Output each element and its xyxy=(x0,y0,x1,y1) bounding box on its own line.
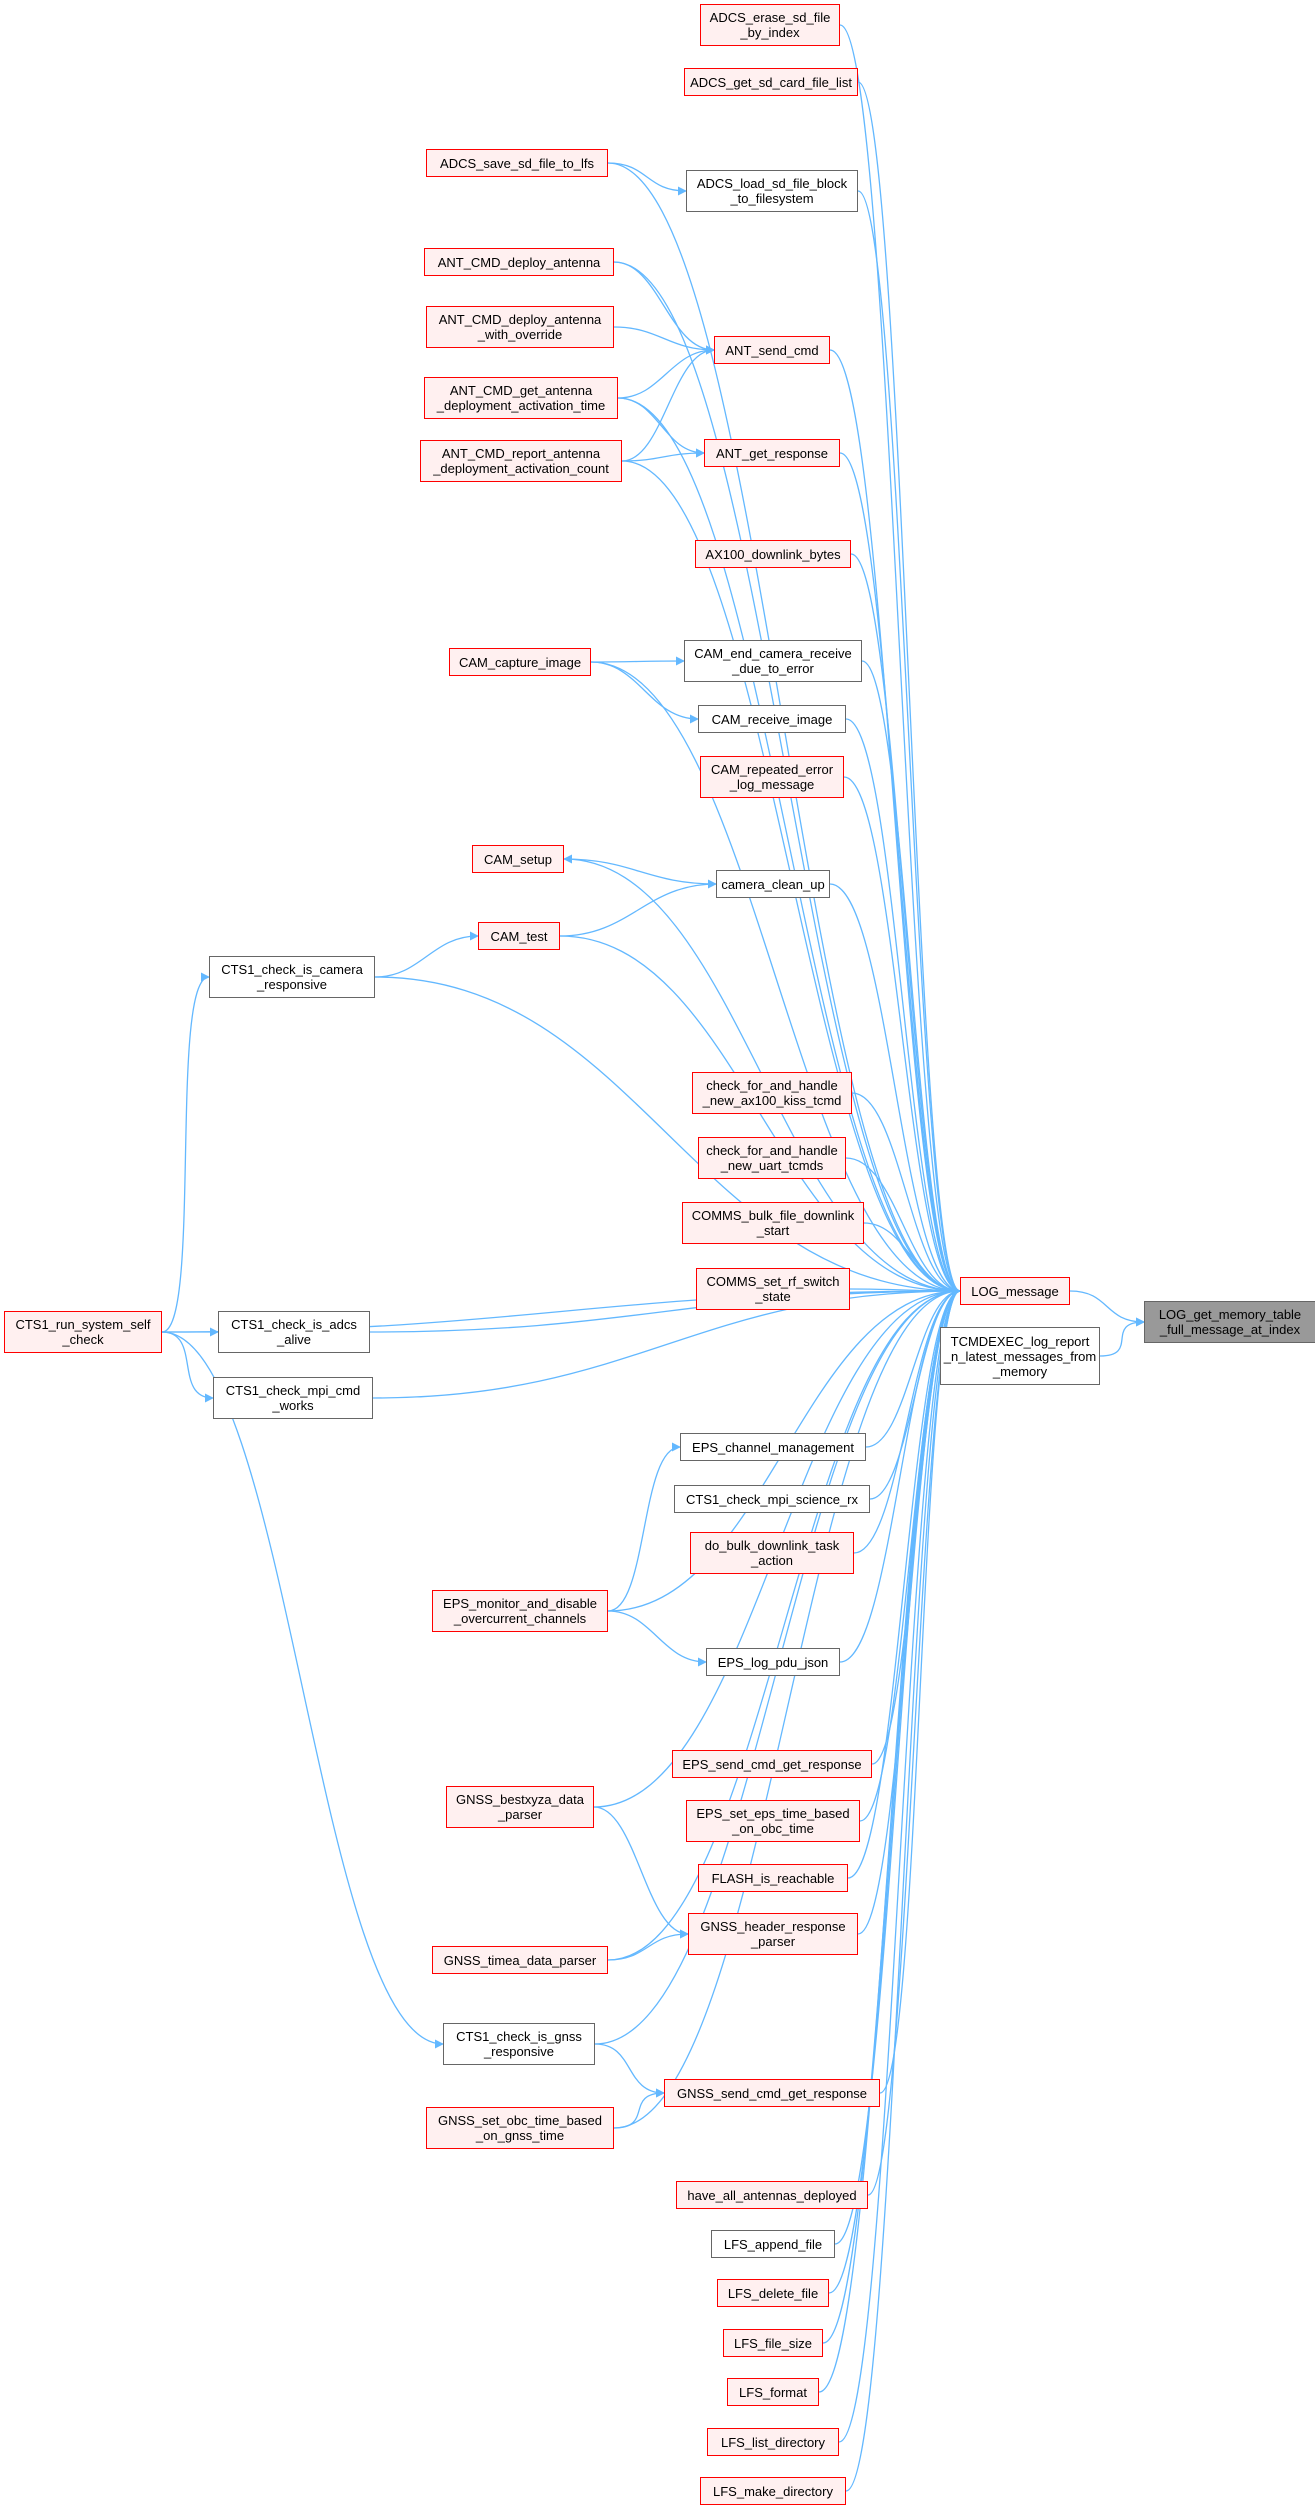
edge-adcs-load-sd-file-block-to-filesystem-to-log-message xyxy=(857,190,961,1296)
edge-ant-cmd-report-antenna-deployment-activation-count-to-ant-get-response xyxy=(621,448,705,462)
edge-cam-capture-image-to-log-message xyxy=(590,661,961,1296)
edge-lfs-format-to-log-message xyxy=(818,1286,961,2393)
edge-cam-capture-image-to-cam-receive-image xyxy=(590,661,699,724)
node-ant-get-response[interactable]: ANT_get_response xyxy=(704,439,840,467)
node-camera-clean-up[interactable]: camera_clean_up xyxy=(716,870,830,898)
edge-comms-bulk-file-downlink-start-to-log-message xyxy=(863,1222,961,1296)
node-ant-cmd-deploy-antenna-with-override[interactable]: ANT_CMD_deploy_antenna _with_override xyxy=(426,306,614,348)
edge-cts1-run-system-self-check-to-cts1-check-is-camera-responsive xyxy=(161,972,210,1333)
node-ant-cmd-deploy-antenna[interactable]: ANT_CMD_deploy_antenna xyxy=(424,248,614,276)
node-lfs-append-file[interactable]: LFS_append_file xyxy=(711,2230,835,2258)
edge-cts1-run-system-self-check-to-cts1-check-is-gnss-responsive xyxy=(161,1331,444,2049)
edge-have-all-antennas-deployed-to-log-message xyxy=(867,1286,961,2196)
edge-gnss-set-obc-time-based-on-gnss-time-to-gnss-send-cmd-get-response xyxy=(613,2088,665,2129)
node-gnss-set-obc-time-based-on-gnss-time[interactable]: GNSS_set_obc_time_based _on_gnss_time xyxy=(426,2107,614,2149)
node-cts1-run-system-self-check[interactable]: CTS1_run_system_self _check xyxy=(4,1311,162,1353)
edge-cts1-check-is-camera-responsive-to-cam-test xyxy=(374,931,479,978)
node-eps-log-pdu-json[interactable]: EPS_log_pdu_json xyxy=(706,1648,840,1676)
node-lfs-list-directory[interactable]: LFS_list_directory xyxy=(707,2428,839,2456)
edge-flash-is-reachable-to-log-message xyxy=(847,1286,961,1879)
node-tcmdexec-log-report-n-latest-messages-from-memory[interactable]: TCMDEXEC_log_report _n_latest_messages_f… xyxy=(940,1327,1100,1385)
node-eps-monitor-and-disable-overcurrent-channels[interactable]: EPS_monitor_and_disable _overcurrent_cha… xyxy=(432,1590,608,1632)
edge-cam-end-camera-receive-due-to-error-to-log-message xyxy=(861,660,961,1296)
node-flash-is-reachable[interactable]: FLASH_is_reachable xyxy=(698,1864,848,1892)
node-lfs-format[interactable]: LFS_format xyxy=(727,2378,819,2406)
edge-log-message-to-log-get-memory-table-full-message-at-index xyxy=(1069,1290,1145,1327)
edge-cts1-check-is-gnss-responsive-to-gnss-send-cmd-get-response xyxy=(594,2043,665,2098)
edge-gnss-timea-data-parser-to-log-message xyxy=(607,1286,961,1961)
edge-ant-cmd-deploy-antenna-to-ant-send-cmd xyxy=(613,261,715,355)
edge-cam-test-to-camera-clean-up xyxy=(559,879,717,937)
node-cts1-check-is-camera-responsive[interactable]: CTS1_check_is_camera _responsive xyxy=(209,956,375,998)
node-do-bulk-downlink-task-action[interactable]: do_bulk_downlink_task _action xyxy=(690,1532,854,1574)
edge-cts1-check-mpi-cmd-works-to-log-message xyxy=(372,1286,961,1399)
node-lfs-make-directory[interactable]: LFS_make_directory xyxy=(700,2477,846,2505)
edge-cts1-check-is-camera-responsive-to-log-message xyxy=(374,976,961,1296)
node-check-for-and-handle-new-uart-tcmds[interactable]: check_for_and_handle _new_uart_tcmds xyxy=(698,1137,846,1179)
edge-check-for-and-handle-new-uart-tcmds-to-log-message xyxy=(845,1157,961,1296)
node-eps-set-eps-time-based-on-obc-time[interactable]: EPS_set_eps_time_based _on_obc_time xyxy=(686,1800,860,1842)
node-log-get-memory-table-full-message-at-index: LOG_get_memory_table _full_message_at_in… xyxy=(1144,1301,1315,1343)
edge-gnss-bestxyza-data-parser-to-gnss-header-response-parser xyxy=(593,1806,689,1939)
node-adcs-save-sd-file-to-lfs[interactable]: ADCS_save_sd_file_to_lfs xyxy=(426,149,608,177)
edge-ant-cmd-report-antenna-deployment-activation-count-to-ant-send-cmd xyxy=(621,345,715,462)
node-ax100-downlink-bytes[interactable]: AX100_downlink_bytes xyxy=(695,540,851,568)
edge-check-for-and-handle-new-ax100-kiss-tcmd-to-log-message xyxy=(851,1092,961,1296)
edge-ant-cmd-get-antenna-deployment-activation-time-to-ant-send-cmd xyxy=(617,345,715,399)
edge-cts1-check-is-adcs-alive-to-log-message xyxy=(369,1286,961,1333)
node-log-message[interactable]: LOG_message xyxy=(960,1277,1070,1305)
edge-adcs-erase-sd-file-by-index-to-log-message xyxy=(839,24,961,1296)
node-cts1-check-is-adcs-alive[interactable]: CTS1_check_is_adcs _alive xyxy=(218,1311,370,1353)
node-adcs-get-sd-card-file-list[interactable]: ADCS_get_sd_card_file_list xyxy=(684,68,858,96)
edge-ant-get-response-to-log-message xyxy=(839,452,961,1296)
edge-lfs-make-directory-to-log-message xyxy=(845,1286,961,2492)
edge-eps-monitor-and-disable-overcurrent-channels-to-eps-channel-management xyxy=(607,1442,681,1612)
edge-cam-repeated-error-log-message-to-log-message xyxy=(843,776,961,1296)
edge-gnss-timea-data-parser-to-gnss-header-response-parser xyxy=(607,1929,689,1961)
node-comms-bulk-file-downlink-start[interactable]: COMMS_bulk_file_downlink _start xyxy=(682,1202,864,1244)
node-gnss-bestxyza-data-parser[interactable]: GNSS_bestxyza_data _parser xyxy=(446,1786,594,1828)
node-lfs-file-size[interactable]: LFS_file_size xyxy=(723,2329,823,2357)
edge-eps-monitor-and-disable-overcurrent-channels-to-eps-log-pdu-json xyxy=(607,1610,707,1667)
edge-ant-cmd-get-antenna-deployment-activation-time-to-ant-get-response xyxy=(617,397,705,458)
node-adcs-erase-sd-file-by-index[interactable]: ADCS_erase_sd_file _by_index xyxy=(700,4,840,46)
edge-cam-receive-image-to-log-message xyxy=(845,718,961,1296)
node-comms-set-rf-switch-state[interactable]: COMMS_set_rf_switch _state xyxy=(696,1268,850,1310)
node-cam-capture-image[interactable]: CAM_capture_image xyxy=(449,648,591,676)
node-eps-channel-management[interactable]: EPS_channel_management xyxy=(680,1433,866,1461)
node-cam-test[interactable]: CAM_test xyxy=(478,922,560,950)
node-gnss-header-response-parser[interactable]: GNSS_header_response _parser xyxy=(688,1913,858,1955)
node-ant-cmd-report-antenna-deployment-activation-count[interactable]: ANT_CMD_report_antenna _deployment_activ… xyxy=(420,440,622,482)
edge-adcs-get-sd-card-file-list-to-log-message xyxy=(857,81,961,1296)
edge-lfs-list-directory-to-log-message xyxy=(838,1286,961,2443)
node-gnss-timea-data-parser[interactable]: GNSS_timea_data_parser xyxy=(432,1946,608,1974)
edge-eps-log-pdu-json-to-log-message xyxy=(839,1286,961,1663)
node-cts1-check-mpi-science-rx[interactable]: CTS1_check_mpi_science_rx xyxy=(674,1485,870,1513)
edge-ant-cmd-deploy-antenna-with-override-to-ant-send-cmd xyxy=(613,326,715,355)
node-check-for-and-handle-new-ax100-kiss-tcmd[interactable]: check_for_and_handle _new_ax100_kiss_tcm… xyxy=(692,1072,852,1114)
node-eps-send-cmd-get-response[interactable]: EPS_send_cmd_get_response xyxy=(672,1750,872,1778)
node-cam-receive-image[interactable]: CAM_receive_image xyxy=(698,705,846,733)
edge-cam-capture-image-to-cam-end-camera-receive-due-to-error xyxy=(590,656,685,666)
node-cam-setup[interactable]: CAM_setup xyxy=(472,845,564,873)
edge-camera-clean-up-to-log-message xyxy=(829,883,961,1296)
edge-adcs-save-sd-file-to-lfs-to-adcs-load-sd-file-block-to-filesystem xyxy=(607,162,687,196)
node-ant-send-cmd[interactable]: ANT_send_cmd xyxy=(714,336,830,364)
node-lfs-delete-file[interactable]: LFS_delete_file xyxy=(717,2279,829,2307)
edge-eps-channel-management-to-log-message xyxy=(865,1286,961,1448)
edge-camera-clean-up-to-cam-setup xyxy=(563,854,717,885)
edge-ant-cmd-get-antenna-deployment-activation-time-to-log-message xyxy=(617,397,961,1296)
node-adcs-load-sd-file-block-to-filesystem[interactable]: ADCS_load_sd_file_block _to_filesystem xyxy=(686,170,858,212)
node-gnss-send-cmd-get-response[interactable]: GNSS_send_cmd_get_response xyxy=(664,2079,880,2107)
node-cam-end-camera-receive-due-to-error[interactable]: CAM_end_camera_receive _due_to_error xyxy=(684,640,862,682)
node-cam-repeated-error-log-message[interactable]: CAM_repeated_error _log_message xyxy=(700,756,844,798)
node-have-all-antennas-deployed[interactable]: have_all_antennas_deployed xyxy=(676,2181,868,2209)
edge-cts1-run-system-self-check-to-cts1-check-mpi-cmd-works xyxy=(161,1331,214,1403)
node-cts1-check-mpi-cmd-works[interactable]: CTS1_check_mpi_cmd _works xyxy=(213,1377,373,1419)
node-ant-cmd-get-antenna-deployment-activation-time[interactable]: ANT_CMD_get_antenna _deployment_activati… xyxy=(424,377,618,419)
node-cts1-check-is-gnss-responsive[interactable]: CTS1_check_is_gnss _responsive xyxy=(443,2023,595,2065)
edge-tcmdexec-log-report-n-latest-messages-from-memory-to-log-get-memory-table-full-message-at-index xyxy=(1099,1317,1145,1357)
